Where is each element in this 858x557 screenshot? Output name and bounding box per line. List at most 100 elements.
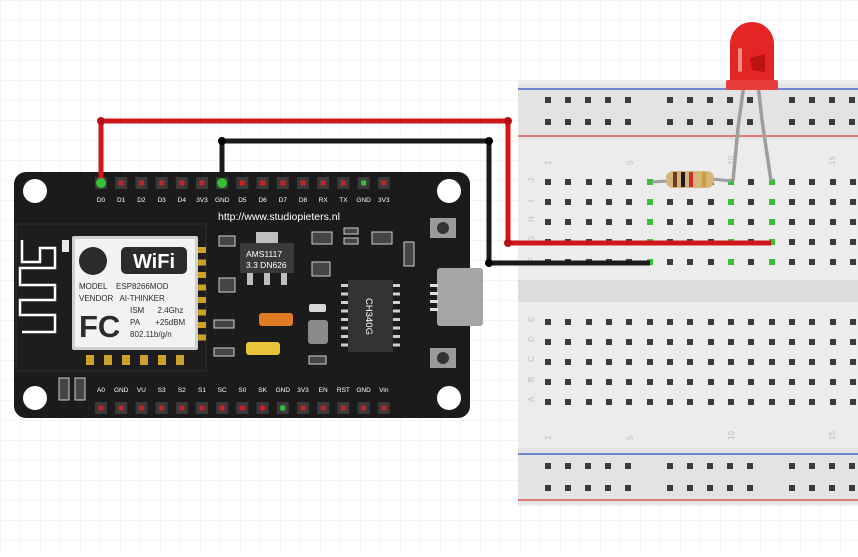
module-info-line: MODEL ESP8266MOD	[79, 282, 169, 291]
header-pin	[98, 405, 104, 411]
rail-hole	[545, 97, 551, 103]
resistor-band	[702, 172, 706, 187]
resistor-band	[681, 172, 685, 187]
breadboard-hole	[850, 259, 856, 265]
rail-hole	[625, 463, 631, 469]
breadboard-hole	[687, 199, 693, 205]
breadboard-hole	[565, 359, 571, 365]
pin-label: A0	[97, 387, 105, 394]
crystal	[308, 320, 328, 344]
breadboard-hole	[850, 399, 856, 405]
ceramic-part	[309, 304, 326, 312]
module-pad	[198, 297, 206, 303]
regulator-label: AMS1117	[246, 249, 282, 259]
column-number-bottom: 15	[828, 431, 837, 440]
breadboard-hole	[748, 339, 754, 345]
breadboard-hole	[850, 179, 856, 185]
breadboard-hole	[708, 359, 714, 365]
breadboard-hole	[708, 199, 714, 205]
pin-label: D7	[279, 197, 288, 204]
rail-hole	[687, 463, 693, 469]
breadboard-hole	[606, 199, 612, 205]
pin-label: GND	[114, 387, 129, 394]
header-pin	[239, 405, 245, 411]
breadboard-hole	[647, 219, 653, 225]
capacitor-orange	[259, 313, 293, 326]
row-label: B	[527, 377, 536, 382]
pin-label: RX	[319, 197, 329, 204]
breadboard-hole	[647, 179, 653, 185]
wire-bend-red	[504, 239, 512, 247]
module-pad	[198, 334, 206, 341]
module-info-line: PA +25dBM	[130, 318, 186, 327]
pin-label: S0	[238, 387, 246, 394]
breadboard-hole	[687, 219, 693, 225]
wifi-logo-circle	[79, 247, 107, 275]
rail-hole	[727, 463, 733, 469]
rail-hole	[809, 485, 815, 491]
button-cap	[437, 222, 449, 234]
header-pin	[159, 405, 165, 411]
module-pad	[104, 355, 112, 365]
micro-usb-pin	[430, 308, 438, 311]
smd-components	[58, 227, 415, 401]
breadboard-hole	[626, 179, 632, 185]
header-pin	[239, 180, 245, 186]
rail-hole	[605, 119, 611, 125]
smd-part	[343, 227, 359, 235]
pin-label: D5	[238, 197, 247, 204]
column-number-bottom: 5	[626, 435, 635, 440]
breadboard-hole	[809, 319, 815, 325]
fcc-logo-icon: FC	[79, 309, 120, 344]
rail-hole	[727, 97, 733, 103]
rail-hole	[667, 97, 673, 103]
breadboard-hole	[769, 359, 775, 365]
header-pin	[361, 405, 367, 411]
pin-label: GND	[356, 197, 371, 204]
pin-label: VU	[137, 387, 146, 394]
breadboard-hole	[830, 219, 836, 225]
module-pad	[198, 309, 206, 316]
breadboard-hole	[586, 379, 592, 385]
breadboard-hole	[789, 339, 795, 345]
pin-label: S2	[178, 387, 186, 394]
rail-hole	[687, 97, 693, 103]
rail-hole	[687, 485, 693, 491]
breadboard-hole	[667, 259, 673, 265]
breadboard-hole	[565, 319, 571, 325]
rail-hole	[667, 119, 673, 125]
row-label: G	[527, 236, 536, 242]
breadboard-hole	[647, 199, 653, 205]
usb-serial-chip: CH340G	[341, 280, 400, 352]
resistor-band	[689, 172, 693, 187]
module-pad	[198, 272, 206, 278]
breadboard-hole	[667, 359, 673, 365]
breadboard-hole	[789, 179, 795, 185]
rail-hole	[565, 119, 571, 125]
rail-hole	[625, 97, 631, 103]
column-number-bottom: 10	[727, 431, 736, 440]
header-pin	[199, 405, 205, 411]
pin-label: SC	[218, 387, 227, 394]
esp-module-pads	[86, 247, 206, 365]
breadboard-hole	[586, 399, 592, 405]
smd-part	[74, 377, 86, 401]
mount-hole-tr	[437, 179, 461, 203]
breadboard-hole	[789, 239, 795, 245]
breadboard-hole	[606, 399, 612, 405]
breadboard-hole	[586, 359, 592, 365]
breadboard-hole	[748, 219, 754, 225]
pin-label: EN	[319, 387, 328, 394]
rail-hole	[829, 119, 835, 125]
micro-usb-pin	[430, 300, 438, 303]
rail-hole	[747, 463, 753, 469]
micro-usb-pin	[430, 292, 438, 295]
rail-hole	[849, 119, 855, 125]
row-label: C	[527, 356, 536, 362]
wire-bend-black	[218, 137, 226, 145]
flash-button	[430, 218, 456, 238]
wire-end-d0	[96, 178, 106, 188]
breadboard-hole	[586, 219, 592, 225]
breadboard-hole	[687, 339, 693, 345]
